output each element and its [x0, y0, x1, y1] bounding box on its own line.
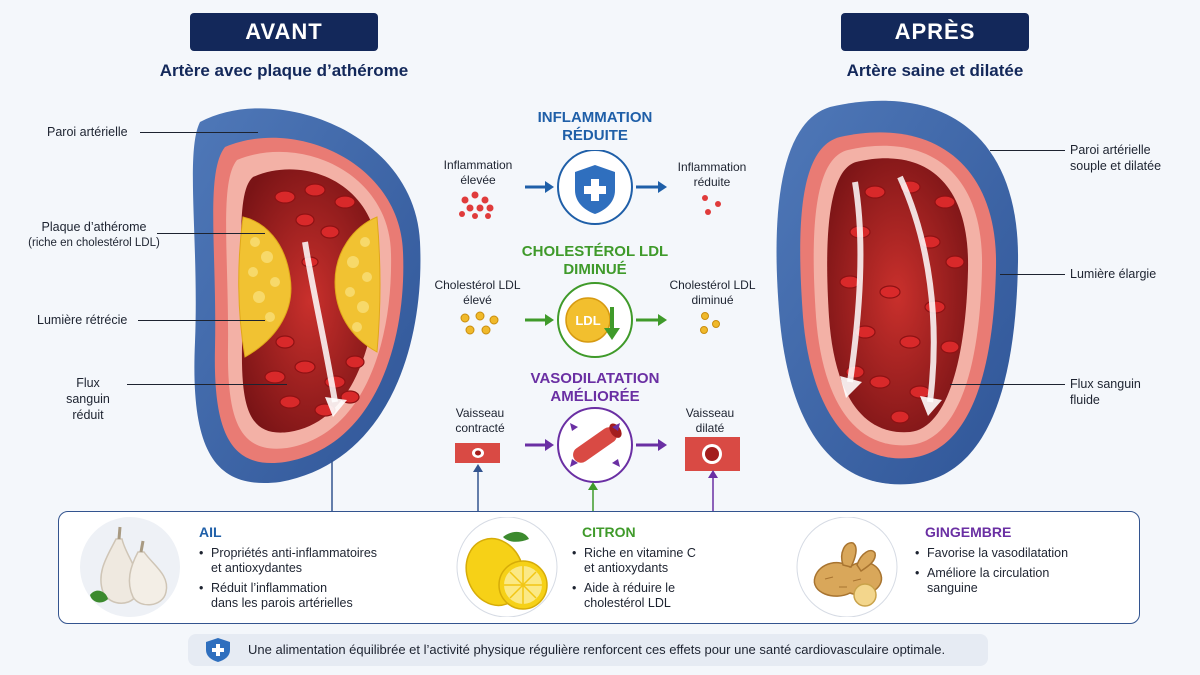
vaso-right-line2: dilaté [695, 421, 725, 435]
effect-inflammation-title: INFLAMMATION RÉDUITE [510, 109, 680, 145]
callout-fluid-flow-line1: Flux sanguin [1070, 377, 1141, 391]
lemon-icon [456, 517, 558, 617]
contracted-vessel-icon [455, 443, 500, 463]
effect-vasodilation-title-line2: AMÉLIORÉE [550, 388, 640, 405]
callout-enlarged-lumen: Lumière élargie [1070, 267, 1157, 281]
garlic-icon [80, 517, 180, 617]
ldl-icon-text: LDL [575, 313, 600, 328]
after-artery-illustration [776, 100, 1019, 485]
callout-reduced-flow-line2: réduit [72, 408, 104, 422]
food-lemon-point-1: Riche en vitamine C et antioxydants [572, 546, 762, 576]
effect-vasodilation-title-line1: VASODILATATION [530, 370, 660, 387]
ginger-point2-line1: Améliore la circulation [927, 566, 1050, 580]
effect-vasodilation-left-label: Vaisseau contracté [430, 406, 530, 436]
callout-plaque-line2: (riche en cholestérol LDL) [28, 237, 160, 249]
inflammation-diagram [459, 150, 721, 225]
food-lemon-list: Riche en vitamine C et antioxydants Aide… [572, 546, 762, 616]
inflammation-left-line2: élevée [460, 173, 496, 187]
garlic-point1-line2: et antioxydantes [211, 561, 303, 575]
callout-fluid-flow-line2: fluide [1070, 393, 1100, 407]
inflammation-left-line1: Inflammation [443, 158, 513, 172]
food-ginger-point-2: Améliore la circulation sanguine [915, 566, 1115, 596]
ldl-left-line1: Cholestérol LDL [434, 278, 521, 292]
ldl-low-particles-icon [700, 312, 720, 334]
callout-fluid-flow: Flux sanguin fluide [1070, 376, 1141, 408]
inflammation-high-particles-icon [459, 191, 494, 219]
dilated-vessel-icon [685, 437, 740, 471]
effect-vasodilation-title: VASODILATATION AMÉLIORÉE [505, 370, 685, 406]
after-badge: APRÈS [841, 13, 1029, 51]
callout-plaque-line1: Plaque d’athérome [41, 220, 147, 234]
callout-flexible-wall-line2: souple et dilatée [1070, 159, 1162, 173]
effect-ldl-title-line2: DIMINUÉ [563, 261, 627, 278]
ldl-right-line2: diminué [691, 293, 734, 307]
callout-arterial-wall: Paroi artérielle [47, 125, 128, 139]
inflammation-right-line2: réduite [693, 175, 731, 189]
effect-inflammation-right-label: Inflammation réduite [662, 160, 762, 190]
lemon-point1-line2: et antioxydants [584, 561, 669, 575]
food-ginger-point-1: Favorise la vasodilatation [915, 546, 1115, 561]
inflammation-low-particles-icon [702, 195, 721, 215]
before-artery-illustration [192, 108, 421, 484]
effect-ldl-right-label: Cholestérol LDL diminué [655, 278, 770, 308]
ldl-diagram: LDL [460, 282, 720, 358]
food-garlic-point-2: Réduit l’inflammation dans les parois ar… [199, 581, 399, 611]
shield-plus-icon [206, 638, 230, 662]
after-subtitle: Artère saine et dilatée [846, 61, 1024, 80]
effect-ldl-title-line1: CHOLESTÉROL LDL [521, 243, 669, 260]
inflammation-right-line1: Inflammation [677, 160, 747, 174]
effect-vasodilation-right-label: Vaisseau dilaté [660, 406, 760, 436]
footer-banner: Une alimentation équilibrée et l’activit… [188, 634, 988, 666]
callout-narrowed-lumen: Lumière rétrécie [37, 313, 128, 327]
food-garlic-point-1: Propriétés anti-inflammatoires et antiox… [199, 546, 399, 576]
callout-reduced-flow-line1: Flux sanguin [66, 376, 110, 406]
callout-reduced-flow: Flux sanguin réduit [53, 375, 123, 423]
lemon-point1-line1: Riche en vitamine C [584, 546, 696, 560]
food-ginger-title: GINGEMBRE [925, 524, 1012, 540]
vasodilation-diagram [455, 407, 740, 483]
garlic-point1-line1: Propriétés anti-inflammatoires [211, 546, 378, 560]
food-lemon-point-2: Aide à réduire le cholestérol LDL [572, 581, 762, 611]
ginger-point2-line2: sanguine [927, 581, 978, 595]
garlic-point2-line1: Réduit l’inflammation [211, 581, 328, 595]
food-garlic-list: Propriétés anti-inflammatoires et antiox… [199, 546, 399, 616]
food-garlic-title: AIL [199, 524, 222, 540]
effect-inflammation-title-line1: INFLAMMATION [537, 109, 653, 126]
ldl-high-particles-icon [460, 311, 499, 335]
ldl-right-line1: Cholestérol LDL [669, 278, 756, 292]
before-subtitle: Artère avec plaque d’athérome [159, 61, 409, 80]
vaso-left-line1: Vaisseau [455, 406, 505, 420]
ginger-icon [796, 517, 898, 617]
before-badge: AVANT [190, 13, 378, 51]
food-lemon-title: CITRON [582, 524, 636, 540]
effect-inflammation-left-label: Inflammation élevée [428, 158, 528, 188]
ldl-left-line2: élevé [463, 293, 492, 307]
callout-flexible-wall: Paroi artérielle souple et dilatée [1070, 142, 1161, 174]
effect-ldl-title: CHOLESTÉROL LDL DIMINUÉ [505, 243, 685, 279]
garlic-point2-line2: dans les parois artérielles [211, 596, 353, 610]
lemon-point2-line1: Aide à réduire le [584, 581, 676, 595]
ginger-point1-line1: Favorise la vasodilatation [927, 546, 1069, 560]
effect-inflammation-title-line2: RÉDUITE [562, 127, 628, 144]
connector-lines [331, 460, 718, 512]
vaso-right-line1: Vaisseau [685, 406, 735, 420]
vaso-left-line2: contracté [455, 421, 505, 435]
callout-plaque: Plaque d’athérome (riche en cholestérol … [20, 219, 168, 251]
lemon-point2-line2: cholestérol LDL [584, 596, 671, 610]
callout-flexible-wall-line1: Paroi artérielle [1070, 143, 1151, 157]
food-ginger-list: Favorise la vasodilatation Améliore la c… [915, 546, 1115, 601]
effect-ldl-left-label: Cholestérol LDL élevé [420, 278, 535, 308]
footer-text: Une alimentation équilibrée et l’activit… [248, 642, 946, 657]
